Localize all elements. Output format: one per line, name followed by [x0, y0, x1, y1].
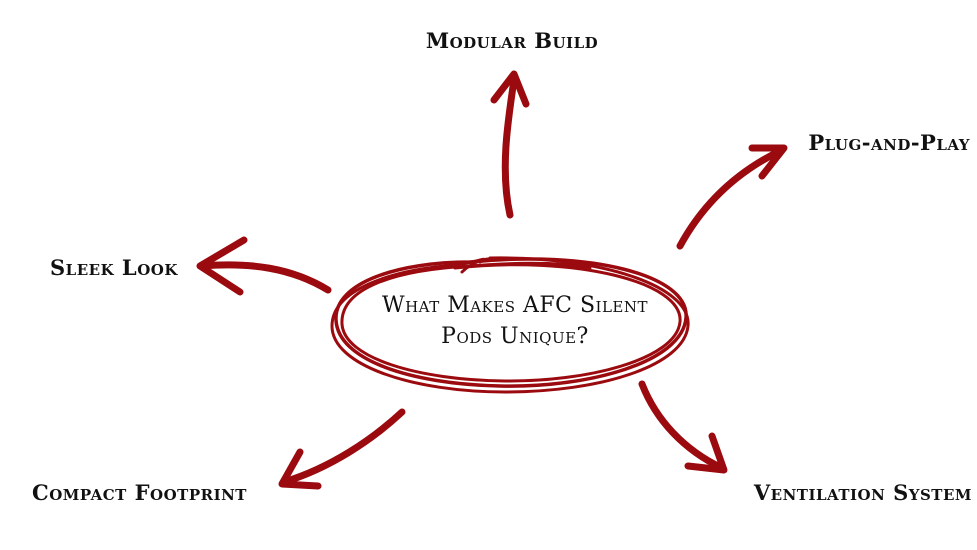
arrow-ventilation-system: [638, 380, 728, 474]
scribble-tail: [460, 257, 502, 274]
center-title-line-2: Pods Unique?: [441, 324, 589, 349]
arrow-plug-and-play: [676, 144, 788, 250]
arrow-sleek-look: [196, 236, 332, 296]
scribble-ring-3: [330, 256, 690, 394]
center-scribble: [330, 256, 690, 394]
label-plug-and-play: Plug-and-Play: [808, 130, 970, 155]
center-title-line-1: What Makes AFC Silent: [382, 293, 648, 318]
label-sleek-look: Sleek Look: [50, 255, 178, 280]
label-modular-build: Modular Build: [426, 28, 598, 53]
label-ventilation-system: Ventilation System: [753, 480, 972, 505]
label-compact-footprint: Compact Footprint: [32, 480, 247, 505]
scribble-ring-1: [334, 257, 688, 388]
arrow-compact-footprint: [278, 408, 406, 490]
arrow-modular-build: [490, 70, 530, 219]
scribble-ring-2: [340, 261, 682, 383]
